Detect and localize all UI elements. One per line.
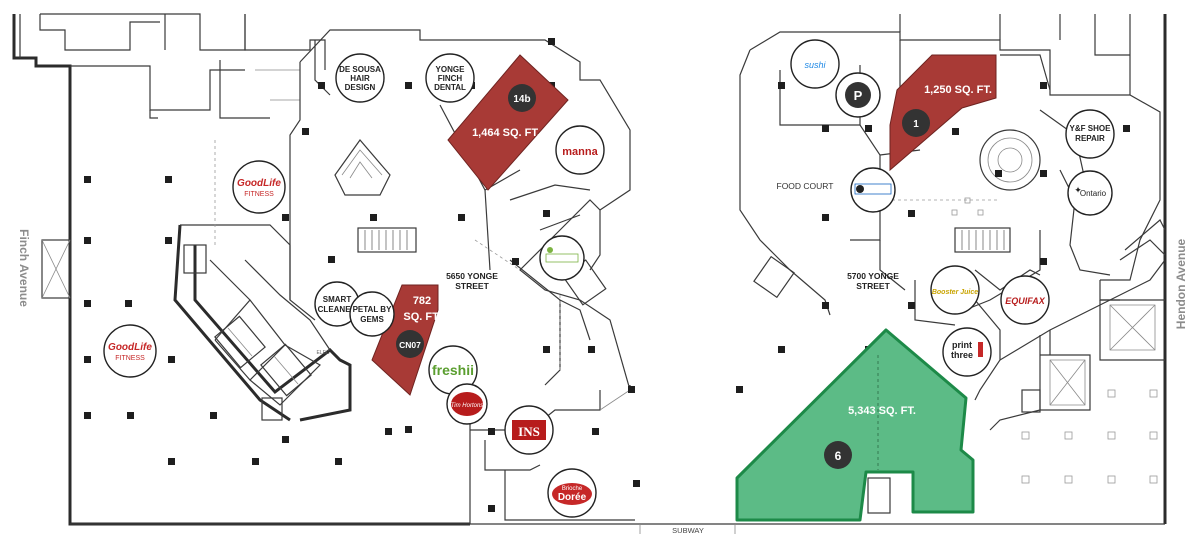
svg-text:Ontario: Ontario (1080, 189, 1107, 198)
unit-cn07-marker (396, 330, 424, 358)
svg-text:DENTAL: DENTAL (434, 83, 466, 92)
unit-cn07-area-line2: SQ. FT. (403, 311, 440, 323)
building-right-line1: 5700 YONGE (847, 271, 899, 281)
unit-14b-area: 1,464 SQ. FT. (472, 127, 540, 139)
svg-text:YONGE: YONGE (436, 65, 466, 74)
svg-text:FINCH: FINCH (438, 74, 463, 83)
svg-text:INS: INS (518, 424, 540, 439)
unit-14b-label: 14b (513, 94, 530, 105)
svg-text:HAIR: HAIR (350, 74, 370, 83)
escalators (41, 129, 1041, 514)
freshii-logo[interactable]: freshii (428, 345, 478, 395)
unit-1[interactable]: 1,250 SQ. FT. 1 (889, 54, 997, 172)
svg-text:FITNESS: FITNESS (115, 355, 145, 362)
svg-text:GoodLife: GoodLife (237, 178, 281, 189)
svg-text:print: print (952, 340, 972, 350)
unit-cn07-label: CN07 (399, 340, 421, 350)
unit-cn07-area-line1: 782 (413, 295, 431, 307)
finch-avenue-label: Finch Avenue (17, 229, 31, 307)
svg-text:CLEANER: CLEANER (318, 305, 357, 314)
hendon-avenue-label: Hendon Avenue (1174, 238, 1188, 329)
unit-1-area: 1,250 SQ. FT. (924, 84, 992, 96)
svg-text:three: three (951, 350, 973, 360)
unit-cn07[interactable]: 782 SQ. FT. CN07 (371, 284, 441, 396)
svg-text:PETAL BY: PETAL BY (353, 305, 392, 314)
unit-1-label: 1 (913, 119, 919, 130)
map-labels: 5650 YONGE STREET 5700 YONGE STREET FOOD… (17, 181, 1188, 535)
svg-text:Booster Juice: Booster Juice (932, 289, 978, 296)
svg-text:Dorée: Dorée (558, 492, 587, 503)
ins-market-logo[interactable]: INS (504, 405, 554, 455)
svg-text:sushi: sushi (804, 60, 826, 70)
unit-1-marker (902, 109, 930, 137)
svg-text:FITNESS: FITNESS (244, 191, 274, 198)
print-three-logo[interactable]: print three (942, 327, 992, 377)
svg-text:DE SOUSA: DE SOUSA (339, 65, 381, 74)
unit-6-label: 6 (835, 449, 842, 463)
sushi-logo[interactable]: sushi (790, 39, 840, 89)
unit-6[interactable]: 5,343 SQ. FT. 6 (735, 328, 975, 522)
unit-6-shape[interactable] (735, 328, 975, 522)
booster-juice-logo[interactable]: Booster Juice (930, 265, 980, 315)
equifax-logo[interactable]: EQUIFAX (1000, 275, 1050, 325)
svg-text:manna: manna (562, 146, 598, 158)
unit-14b-shape[interactable] (447, 54, 569, 191)
svg-text:P: P (854, 88, 863, 103)
goodlife-fitness-logo-lower[interactable]: GoodLife FITNESS (103, 324, 157, 378)
smart-cleaner-logo[interactable]: SMART CLEANER (314, 281, 360, 327)
unit-6-area: 5,343 SQ. FT. (848, 405, 916, 417)
brioche-doree-logo[interactable]: Brioche Dorée (547, 468, 597, 518)
unit-14b-marker (508, 84, 536, 112)
svg-text:Y&F SHOE: Y&F SHOE (1070, 124, 1112, 133)
service-ontario-logo[interactable]: Ontario ✦ (1067, 170, 1113, 216)
juice-bar-logo[interactable] (539, 235, 585, 281)
svg-text:✦: ✦ (1074, 185, 1082, 195)
svg-text:EQUIFAX: EQUIFAX (1005, 296, 1046, 306)
food-court-label: FOOD COURT (777, 181, 834, 191)
tim-hortons-logo[interactable]: Tim Hortons (446, 383, 488, 425)
unit-1-shape[interactable] (889, 54, 997, 172)
svg-text:GEMS: GEMS (360, 315, 384, 324)
de-sousa-hair-design-logo[interactable]: DE SOUSA HAIR DESIGN (335, 53, 385, 103)
manna-logo[interactable]: manna (555, 125, 605, 175)
building-left-line1: 5650 YONGE (446, 271, 498, 281)
dashed-lines (214, 140, 1000, 370)
elec-label: ELEC (316, 350, 329, 356)
restaurant-p-logo[interactable]: P (835, 72, 881, 118)
kiosk-logo[interactable] (850, 167, 896, 213)
subway-label: SUBWAY (672, 526, 704, 534)
unit-6-marker (824, 441, 852, 469)
building-walls (12, 13, 1167, 534)
svg-text:Brioche: Brioche (562, 486, 583, 492)
yf-shoe-repair-logo[interactable]: Y&F SHOE REPAIR (1065, 109, 1115, 159)
building-left-line2: STREET (455, 281, 489, 291)
svg-text:SMART: SMART (323, 295, 352, 304)
building-right-line2: STREET (856, 281, 890, 291)
columns (84, 38, 1158, 512)
svg-text:DESIGN: DESIGN (345, 83, 376, 92)
svg-text:GoodLife: GoodLife (108, 342, 152, 353)
svg-text:Tim Hortons: Tim Hortons (451, 403, 484, 409)
yonge-finch-dental-logo[interactable]: YONGE FINCH DENTAL (425, 53, 475, 103)
svg-text:freshii: freshii (432, 362, 474, 378)
unit-14b[interactable]: 14b 1,464 SQ. FT. (447, 54, 569, 191)
goodlife-fitness-logo-upper[interactable]: GoodLife FITNESS (232, 160, 286, 214)
tenant-logos: GoodLife FITNESS GoodLife FITNESS DE SOU… (103, 39, 1115, 518)
petal-by-gems-logo[interactable]: PETAL BY GEMS (349, 291, 395, 337)
svg-text:REPAIR: REPAIR (1075, 134, 1105, 143)
